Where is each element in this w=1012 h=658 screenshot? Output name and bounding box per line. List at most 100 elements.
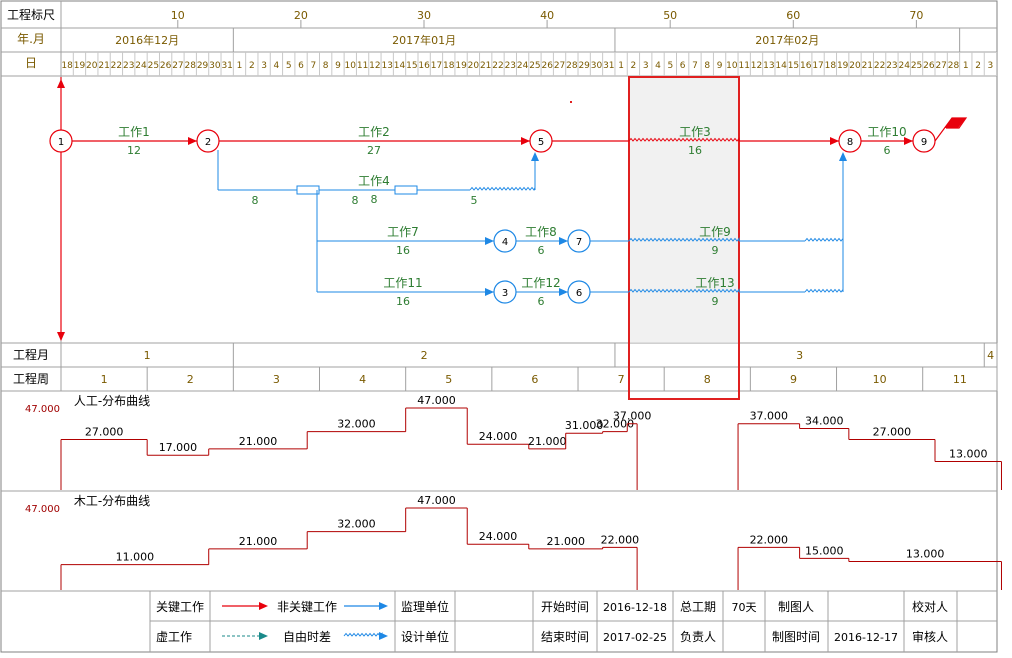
day-label: 14 [394,61,406,71]
lag-label: 8 [252,194,259,207]
day-label: 22 [874,61,885,71]
lag-label: 8 [352,194,359,207]
month-label: 2017年01月 [392,33,456,47]
day-label: 16 [418,61,430,71]
curve-value: 32.000 [596,418,635,431]
task-name: 工作8 [525,225,557,239]
curve-title: 人工-分布曲线 [74,394,150,408]
curve-value: 27.000 [873,425,912,438]
node-label: 5 [538,137,544,148]
day-label: 27 [554,61,565,71]
edge-task13-wave [628,288,740,293]
day-label: 10 [726,61,738,71]
project-week-label: 9 [790,373,797,386]
curve-value: 37.000 [750,410,789,423]
curve-value: 27.000 [85,425,124,438]
node-5[interactable] [529,129,553,153]
node-7[interactable] [567,229,591,253]
day-label: 5 [667,61,673,71]
project-week-label: 8 [704,373,711,386]
task-duration: 6 [538,295,545,308]
task-name: 工作4 [358,174,390,188]
day-label: 19 [455,61,467,71]
curve-value: 22.000 [601,533,640,546]
day-label: 28 [566,61,578,71]
arrow-to-5 [531,152,539,161]
scale-tick-label: 50 [663,9,677,22]
legend-end-label: 结束时间 [541,630,589,644]
month-label: 2017年02月 [755,33,819,47]
day-label: 23 [505,61,516,71]
milestone-box [296,185,320,195]
day-label: 19 [74,61,86,71]
day-label: 23 [123,61,134,71]
day-header: 日 [25,56,37,70]
curve-value: 37.000 [613,410,652,423]
curve-value: 21.000 [239,535,278,548]
legend-supervisor-label: 监理单位 [401,599,449,614]
node-8[interactable] [838,129,862,153]
day-label: 9 [335,61,341,71]
task-name: 工作13 [695,276,734,290]
node-label: 9 [921,137,927,148]
day-label: 9 [717,61,723,71]
day-label: 16 [800,61,812,71]
project-week-label: 7 [618,373,625,386]
day-label: 12 [751,61,762,71]
node-3[interactable] [493,280,517,304]
node-6[interactable] [567,280,591,304]
task-name: 工作3 [679,125,711,139]
day-label: 27 [172,61,183,71]
task-duration: 9 [712,244,719,257]
scale-tick-label: 10 [171,9,185,22]
node-4[interactable] [493,229,517,253]
project-week-label: 5 [445,373,452,386]
task-name: 工作1 [118,125,150,139]
day-label: 20 [86,61,98,71]
project-week-label: 6 [531,373,538,386]
week-row-header: 工程周 [13,371,49,386]
curve-value: 21.000 [546,535,585,548]
day-label: 30 [591,61,603,71]
day-label: 31 [603,61,614,71]
day-label: 6 [680,61,686,71]
legend-noncritical-label: 非关键工作 [277,600,337,614]
legend-float-wave [343,632,383,637]
day-label: 21 [862,61,873,71]
legend-start-label: 开始时间 [541,600,589,614]
day-label: 4 [655,61,661,71]
day-label: 21 [98,61,109,71]
day-label: 20 [468,61,480,71]
day-label: 17 [431,61,442,71]
outer-frame [0,0,998,653]
day-label: 15 [406,61,417,71]
day-label: 24 [517,61,529,71]
curve-value: 31.000 [565,419,604,432]
day-label: 13 [763,61,774,71]
curve-title: 木工-分布曲线 [74,494,150,508]
day-label: 8 [704,61,710,71]
node-label: 1 [58,137,64,148]
project-week-label: 2 [187,373,194,386]
node-1[interactable] [49,129,73,153]
edge-task9-float [804,237,844,242]
curve-value: 21.000 [239,435,278,448]
day-label: 5 [286,61,292,71]
task-name: 工作12 [521,276,560,290]
legend-drafter-label: 制图人 [778,600,814,614]
day-label: 2 [975,61,981,71]
task-duration: 6 [884,144,891,157]
task-duration: 16 [396,244,410,257]
project-week-label: 11 [953,373,967,386]
node-2[interactable] [196,129,220,153]
curve-value: 15.000 [805,544,844,557]
legend-draft-time-label: 制图时间 [772,630,820,644]
lag-label: 5 [471,194,478,207]
legend-total-label: 总工期 [680,600,716,614]
node-label: 7 [576,237,582,248]
stray-dot [570,101,572,103]
day-label: 1 [237,61,243,71]
task-name: 工作2 [358,125,390,139]
